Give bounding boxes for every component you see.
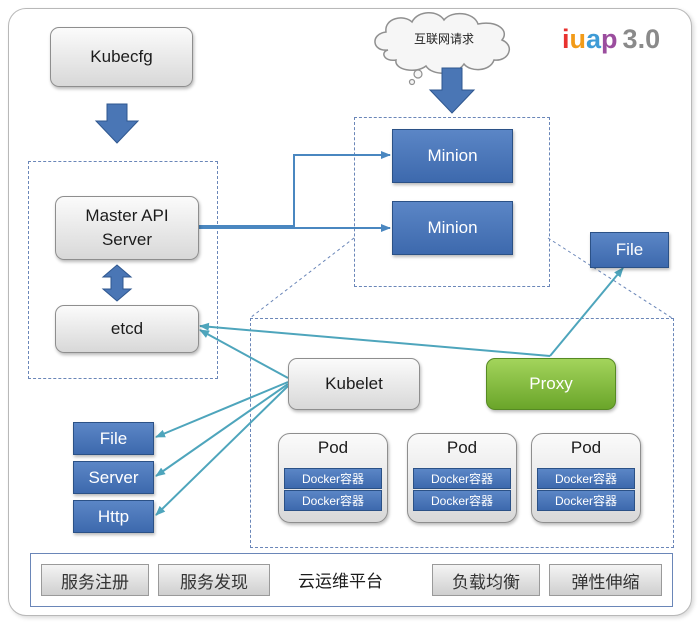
master-group (28, 161, 218, 379)
docker-container: Docker容器 (284, 468, 382, 489)
master-to-minion-1-connector (198, 151, 391, 227)
pod-node: Pod Docker容器 Docker容器 (407, 433, 517, 523)
source-server-node: Server (73, 461, 154, 494)
logo-letter: a (586, 24, 602, 54)
master-api-server-node: Master API Server (55, 196, 199, 260)
proxy-to-file-connector (549, 267, 624, 357)
source-file-node: File (73, 422, 154, 455)
node-detail-group (250, 318, 674, 548)
pod-title: Pod (570, 438, 602, 457)
logo-letter: p (601, 24, 618, 54)
kubelet-to-server-connector (155, 383, 289, 477)
master-etcd-double-arrow (101, 264, 133, 302)
docker-container: Docker容器 (413, 490, 511, 511)
proxy-to-etcd-connector (199, 322, 551, 357)
kubelet-to-http-connector (155, 385, 289, 516)
pod-node: Pod Docker容器 Docker容器 (278, 433, 388, 523)
auto-scaling-button[interactable]: 弹性伸缩 (549, 564, 662, 596)
pod-title: Pod (317, 438, 349, 457)
cloud-ops-platform-bar: 服务注册 服务发现 云运维平台 负载均衡 弹性伸缩 (30, 553, 673, 607)
minion-node: Minion (392, 201, 513, 255)
minion-group (354, 117, 550, 287)
pod-title: Pod (446, 438, 478, 457)
cloud-down-arrow (428, 67, 476, 114)
docker-container: Docker容器 (537, 468, 635, 489)
source-http-node: Http (73, 500, 154, 533)
kubelet-to-file-connector (155, 381, 289, 438)
kubelet-to-etcd-connector (199, 329, 289, 379)
docker-container: Docker容器 (284, 490, 382, 511)
platform-label: 云运维平台 (298, 571, 383, 592)
docker-container: Docker容器 (413, 468, 511, 489)
file-top-node: File (590, 232, 669, 268)
service-registration-button[interactable]: 服务注册 (41, 564, 149, 596)
docker-container: Docker容器 (537, 490, 635, 511)
kubecfg-down-arrow (94, 103, 140, 144)
minion-node: Minion (392, 129, 513, 183)
logo-version: 3.0 (622, 24, 661, 54)
logo-letter: i (562, 24, 570, 54)
logo-letter: u (569, 24, 587, 54)
service-discovery-button[interactable]: 服务发现 (158, 564, 270, 596)
kubecfg-node: Kubecfg (50, 27, 193, 87)
cloud-icon (374, 12, 511, 86)
proxy-node: Proxy (486, 358, 616, 410)
internet-request-label: 互联网请求 (413, 32, 474, 46)
pod-node: Pod Docker容器 Docker容器 (531, 433, 641, 523)
etcd-node: etcd (55, 305, 199, 353)
load-balancing-button[interactable]: 负载均衡 (432, 564, 540, 596)
kubelet-node: Kubelet (288, 358, 420, 410)
